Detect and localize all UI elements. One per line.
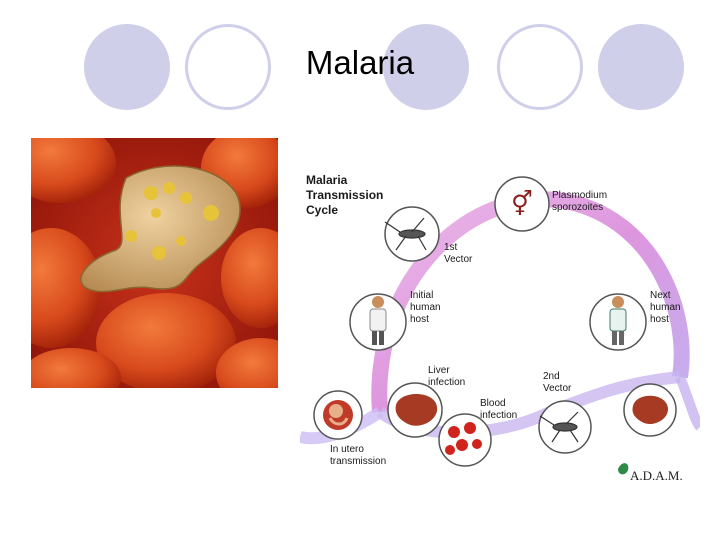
deco-circle-4 <box>497 24 583 110</box>
blood-cells-icon <box>445 422 482 455</box>
slide-title: Malaria <box>305 44 415 81</box>
adam-logo: A.D.A.M. <box>618 463 683 483</box>
adam-logo-text: A.D.A.M. <box>630 468 683 483</box>
svg-text:Blood infection: Blood infection <box>480 398 517 421</box>
deco-circle-2 <box>185 24 271 110</box>
svg-text:Next human host: Next human host <box>650 290 683 325</box>
first-vector-label-line-2: Vector <box>444 254 473 265</box>
initial-host-label-line-1: Initial <box>410 290 433 301</box>
diagram-title-line-1: Malaria <box>306 173 348 187</box>
next-host-label-line-3: host <box>650 314 669 325</box>
svg-text:Plasmodium sporozoites: Plasmodium sporozoites <box>552 190 610 213</box>
next-host-label-line-1: Next <box>650 290 671 301</box>
adam-leaf-icon <box>618 463 629 475</box>
plasmodium-node <box>494 176 550 232</box>
blood-label-line-1: Blood <box>480 398 506 409</box>
plasmodium-label-line-2: sporozoites <box>552 202 603 213</box>
in-utero-label-line-1: In utero <box>330 444 364 455</box>
diagram-title-line-3: Cycle <box>306 203 338 217</box>
red-blood-cells-image <box>31 138 278 388</box>
second-vector-label-line-1: 2nd <box>543 371 560 382</box>
deco-circle-1 <box>84 24 170 110</box>
deco-circle-3 <box>383 24 469 110</box>
svg-text:2nd Vector: 2nd Vector <box>543 371 572 394</box>
first-vector-label-line-1: 1st <box>444 242 458 253</box>
gender-symbols-icon: ⚥ <box>511 190 533 218</box>
svg-text:Initial human host: Initial human host <box>410 290 443 325</box>
liver-label-line-1: Liver <box>428 365 450 376</box>
liver-icon <box>632 395 669 425</box>
svg-text:In utero transmission: In utero transmission <box>330 444 386 467</box>
svg-text:Liver infection: Liver infection <box>428 365 465 388</box>
svg-text:1st Vector: 1st Vector <box>444 242 473 265</box>
human-figure-icon <box>609 296 627 345</box>
initial-host-label-line-3: host <box>410 314 429 325</box>
mosquito-icon <box>539 411 579 443</box>
second-vector-label-line-2: Vector <box>543 383 572 394</box>
diagram-title-line-2: Transmission <box>306 188 383 202</box>
human-figure-icon <box>369 296 387 345</box>
svg-text:Malaria Transmission: Malaria Transmission Cycle <box>306 173 387 217</box>
deco-circle-5 <box>598 24 684 110</box>
in-utero-label-line-2: transmission <box>330 456 386 467</box>
mosquito-icon <box>384 217 427 251</box>
malaria-transmission-cycle-diagram: Malaria Transmission Cycle ⚥ Plasmodium … <box>298 162 705 492</box>
plasmodium-label-line-1: Plasmodium <box>552 190 607 201</box>
blood-label-line-2: infection <box>480 410 517 421</box>
fetus-icon <box>323 400 353 430</box>
initial-host-label-line-2: human <box>410 302 441 313</box>
next-host-label-line-2: human <box>650 302 681 313</box>
liver-icon <box>395 393 438 426</box>
liver-label-line-2: infection <box>428 377 465 388</box>
